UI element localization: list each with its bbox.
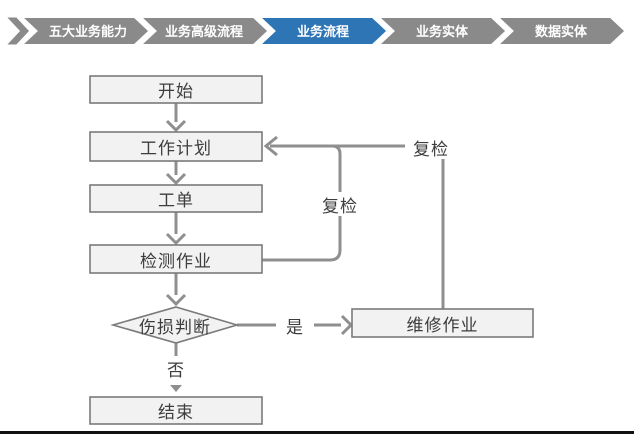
breadcrumb-item-label: 业务高级流程 [165,24,243,39]
arrowhead-down-icon [165,293,187,307]
chevron-lead-tip-icon [0,14,34,48]
chevron-shape-active[interactable] [251,14,392,48]
breadcrumb-item-label: 数据实体 [535,24,588,39]
chevron-shape[interactable] [132,14,273,48]
node-repair-shape [351,308,534,338]
node-repair-label: 维修作业 [406,315,479,335]
breadcrumb-item-label: 业务实体 [416,24,469,39]
breadcrumb-item-business-process-active[interactable]: 业务流程 [251,14,392,48]
node-end-shape [89,396,263,425]
node-start-label: 开始 [158,82,194,101]
breadcrumb-item-capabilities[interactable]: 五大业务能力 [13,14,154,48]
breadcrumb-item-data-entity[interactable]: 数据实体 [489,14,630,48]
node-inspect-shape [89,244,263,274]
arrowhead-small-down-icon [170,385,182,392]
chevron-shape[interactable] [13,14,154,48]
edge-inspect-plan-recheck [262,144,342,262]
arrowhead-down-icon [165,232,187,246]
node-decision-shape [110,306,240,344]
edge-label-no: 否 [158,356,194,380]
edge-label-recheck-inspect: 复检 [319,192,361,216]
breadcrumb-item-label: 业务流程 [297,24,349,39]
chevron-shape[interactable] [370,14,511,48]
nodes [89,75,534,425]
chevron-shape[interactable] [489,14,630,48]
node-inspect-label: 检测作业 [140,251,212,271]
arrowhead-left-icon [263,135,278,157]
node-start-shape [89,75,263,104]
breadcrumb-item-label: 五大业务能力 [49,24,127,39]
breadcrumb: 数据实体 业务实体 业务流程 业务高级流程 五大业务能力 [0,14,630,48]
slide-bottom-border [0,431,634,434]
edge-repair-plan-recheck [270,144,445,309]
arrowhead-down-icon [165,172,187,186]
node-order-label: 工单 [158,191,194,210]
node-plan-shape [89,131,263,162]
arrowhead-right-icon [340,314,354,336]
node-end-label: 结束 [158,403,194,422]
edge-label-recheck-repair: 复检 [405,135,457,159]
edge-label-yes: 是 [276,314,314,337]
node-decision-label: 伤损判断 [139,317,211,337]
node-plan-label: 工作计划 [140,139,212,158]
arrowhead-down-icon [165,119,187,133]
node-order-shape [89,184,263,213]
breadcrumb-item-business-entity[interactable]: 业务实体 [370,14,511,48]
breadcrumb-item-highlevel-process[interactable]: 业务高级流程 [132,14,273,48]
